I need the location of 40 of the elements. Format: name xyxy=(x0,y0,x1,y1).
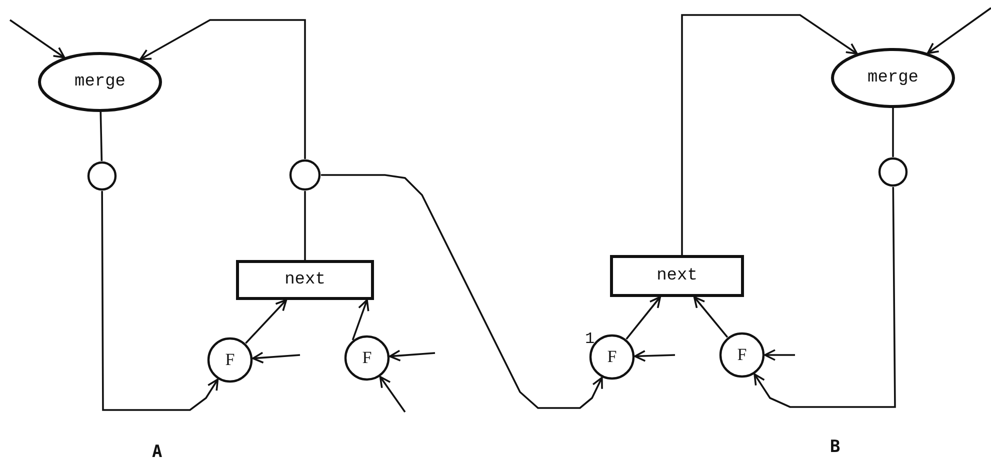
connector-line xyxy=(304,191,306,260)
process-box xyxy=(236,260,374,300)
merge-ellipse xyxy=(831,48,955,108)
arrow xyxy=(352,299,370,340)
node-label: merge xyxy=(868,68,918,88)
arrow xyxy=(389,350,436,362)
arrow xyxy=(764,349,795,361)
arrow xyxy=(681,14,858,255)
connector-line xyxy=(100,112,103,162)
node-label: F xyxy=(607,347,617,367)
place-circle xyxy=(289,159,321,191)
connector-line xyxy=(892,108,894,157)
arrow xyxy=(245,299,288,344)
function-circle xyxy=(207,337,253,383)
panel-label: B xyxy=(830,437,840,457)
node-label: next xyxy=(284,270,326,290)
arrow xyxy=(10,19,66,58)
function-circle xyxy=(344,335,390,381)
arrow xyxy=(379,376,406,413)
arrow xyxy=(926,7,991,54)
node-label: merge xyxy=(74,72,126,92)
place-circle xyxy=(878,157,908,187)
node-label: F xyxy=(737,345,747,365)
arrow xyxy=(626,296,662,340)
node-label: next xyxy=(656,266,698,286)
node-label: F xyxy=(362,348,372,368)
process-box xyxy=(610,255,744,297)
arrow xyxy=(634,350,676,362)
arrow xyxy=(693,296,728,338)
arrow xyxy=(252,352,300,364)
node-label: F xyxy=(225,350,235,370)
arrow xyxy=(321,174,603,409)
arrow xyxy=(754,187,896,408)
arrow xyxy=(101,191,219,411)
merge-ellipse xyxy=(38,52,162,112)
place-circle xyxy=(87,161,117,191)
index-label: 1 xyxy=(585,330,595,348)
panel-label: A xyxy=(152,442,162,462)
function-circle xyxy=(719,332,765,378)
arrow xyxy=(139,19,306,159)
